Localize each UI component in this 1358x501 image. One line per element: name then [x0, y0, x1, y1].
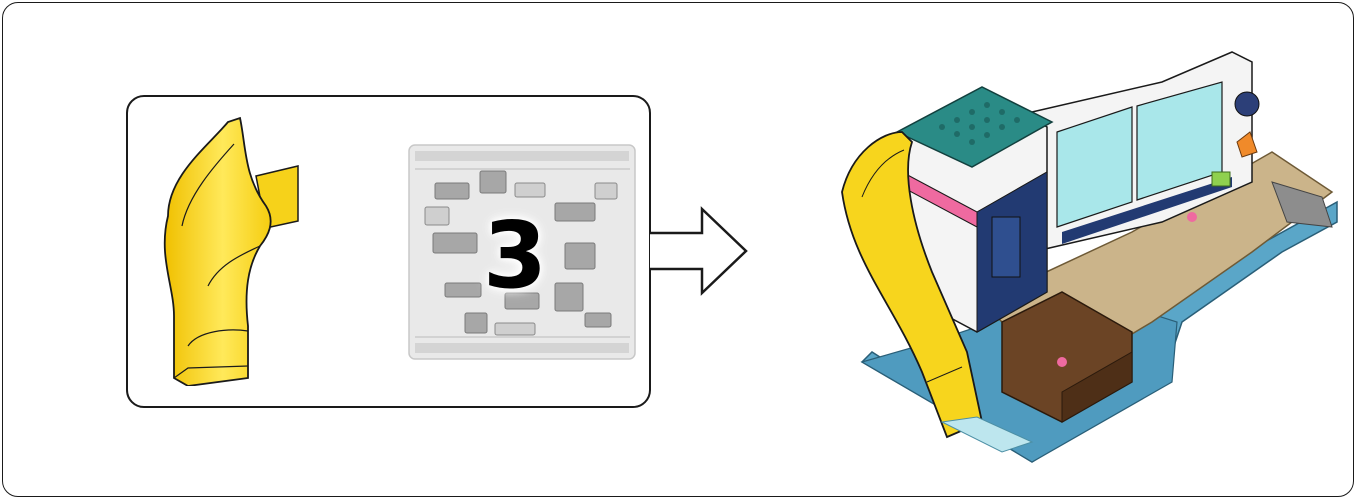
lego-beach-house-model-icon: [832, 22, 1342, 474]
bag-number-label: 3: [475, 200, 555, 310]
yellow-slide-piece-icon: [148, 116, 308, 386]
right-arrow-icon: [650, 205, 750, 297]
